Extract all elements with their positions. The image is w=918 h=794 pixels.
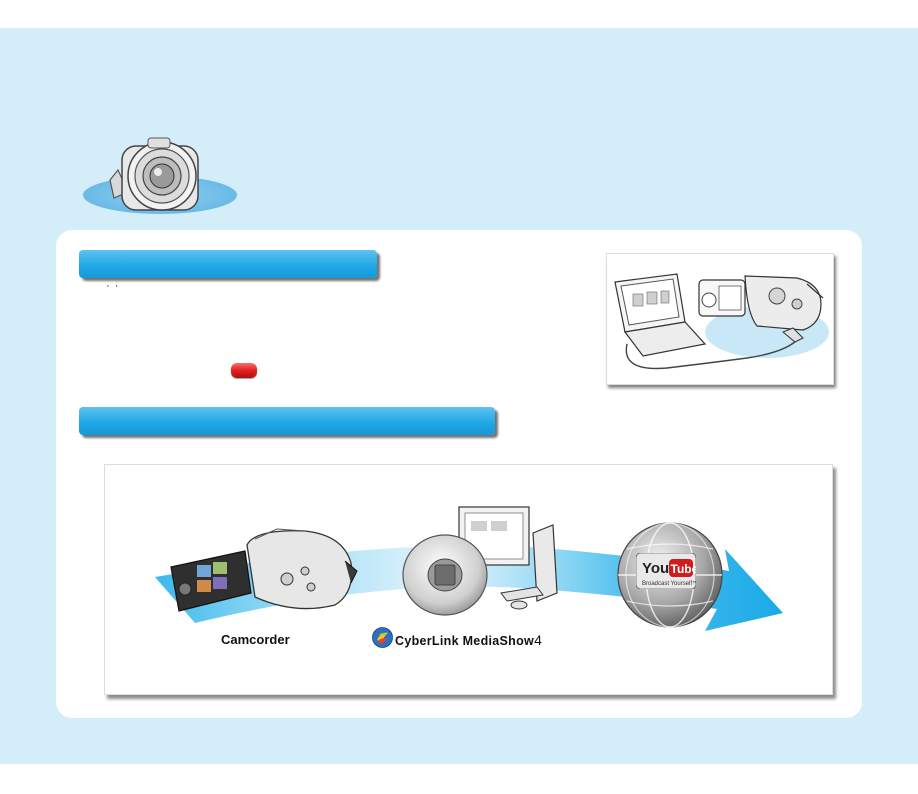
red-button-icon — [231, 363, 257, 378]
svg-text:Broadcast Yourself™: Broadcast Yourself™ — [642, 580, 696, 587]
camcorder-label: Camcorder — [221, 632, 290, 647]
software-name: CyberLink MediaShow — [395, 634, 535, 648]
svg-text:Tube: Tube — [671, 562, 697, 576]
svg-text:You: You — [642, 560, 669, 577]
cyberlink-logo-icon — [372, 627, 393, 648]
camcorder-front-icon — [109, 137, 199, 211]
software-version: 4 — [534, 632, 543, 648]
software-disc-illustration — [402, 534, 488, 616]
camcorder-illustration — [170, 528, 358, 612]
pc-connection-illustration — [606, 253, 834, 385]
upload-workflow-diagram — [104, 464, 833, 695]
bullet-marker: · · — [106, 280, 120, 292]
software-label: CyberLink MediaShow4 — [395, 632, 542, 648]
section-heading-bar-2 — [79, 407, 495, 435]
section-heading-bar-1 — [79, 250, 377, 278]
youtube-logo: You Tube Broadcast Yourself™ — [636, 553, 696, 589]
